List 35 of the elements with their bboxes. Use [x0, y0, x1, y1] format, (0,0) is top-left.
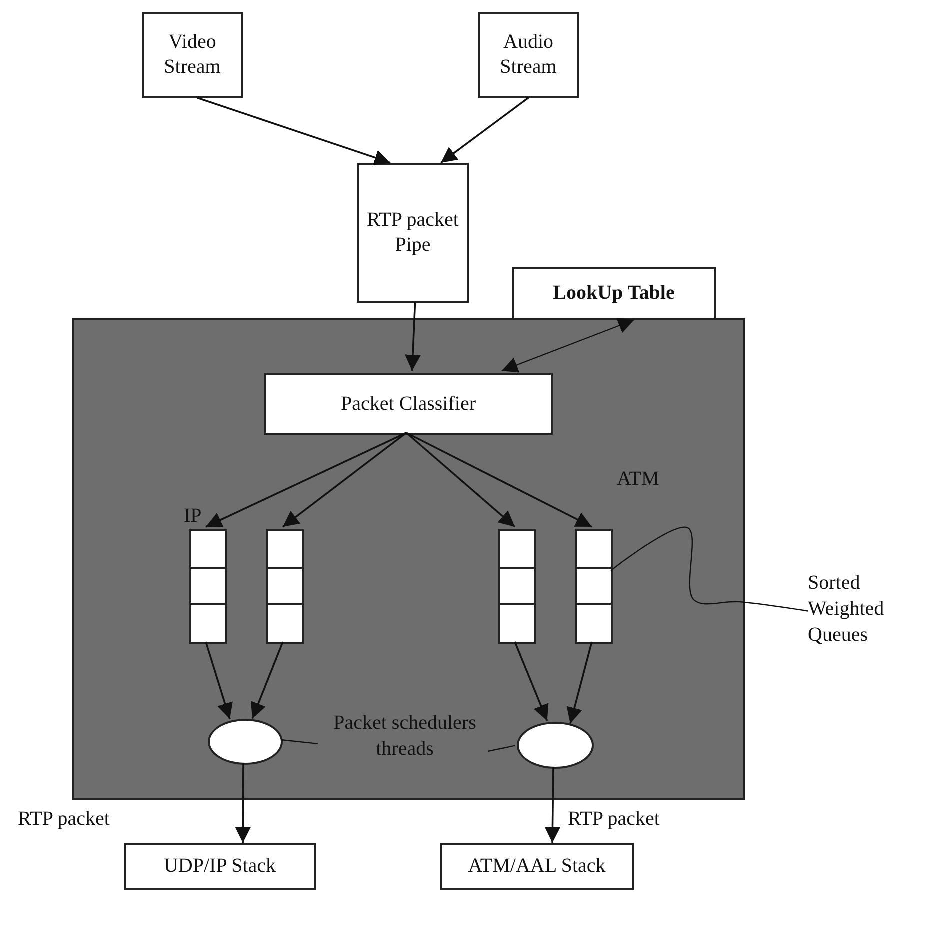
- callout-text: Sorted Weighted Queues: [808, 570, 908, 645]
- arrow: [235, 763, 252, 843]
- leader-line: [280, 739, 318, 745]
- queue-drawing: [266, 529, 304, 644]
- process-box: Packet Classifier: [264, 373, 553, 435]
- arrow: [205, 642, 233, 720]
- arrow: [566, 642, 593, 724]
- arrow: [206, 432, 407, 528]
- process-box: Audio Stream: [478, 12, 579, 98]
- flow-label: RTP packet: [18, 808, 110, 831]
- process-box: UDP/IP Stack: [124, 843, 316, 890]
- leader-line: [488, 745, 516, 752]
- arrow: [282, 432, 408, 528]
- process-box: RTP packet Pipe: [357, 163, 469, 303]
- flow-label: RTP packet: [568, 808, 660, 831]
- arrow: [197, 97, 391, 166]
- callout-text: Packet schedulers threads: [320, 710, 490, 768]
- arrow: [406, 432, 592, 528]
- process-box: LookUp Table: [512, 267, 716, 320]
- arrow: [404, 302, 421, 372]
- arrow: [406, 432, 516, 528]
- arrow: [502, 318, 635, 373]
- network-label: IP: [184, 505, 202, 528]
- leader-line: [610, 526, 808, 612]
- arrow: [544, 766, 561, 844]
- arrow: [250, 642, 284, 720]
- network-label: ATM: [617, 468, 660, 491]
- process-box: Video Stream: [142, 12, 243, 98]
- arrow: [514, 642, 549, 722]
- processing-panel: [72, 318, 745, 800]
- queue-drawing: [575, 529, 613, 644]
- queue-drawing: [498, 529, 536, 644]
- arrow: [440, 97, 530, 164]
- process-box: ATM/AAL Stack: [440, 843, 634, 890]
- queue-drawing: [189, 529, 227, 644]
